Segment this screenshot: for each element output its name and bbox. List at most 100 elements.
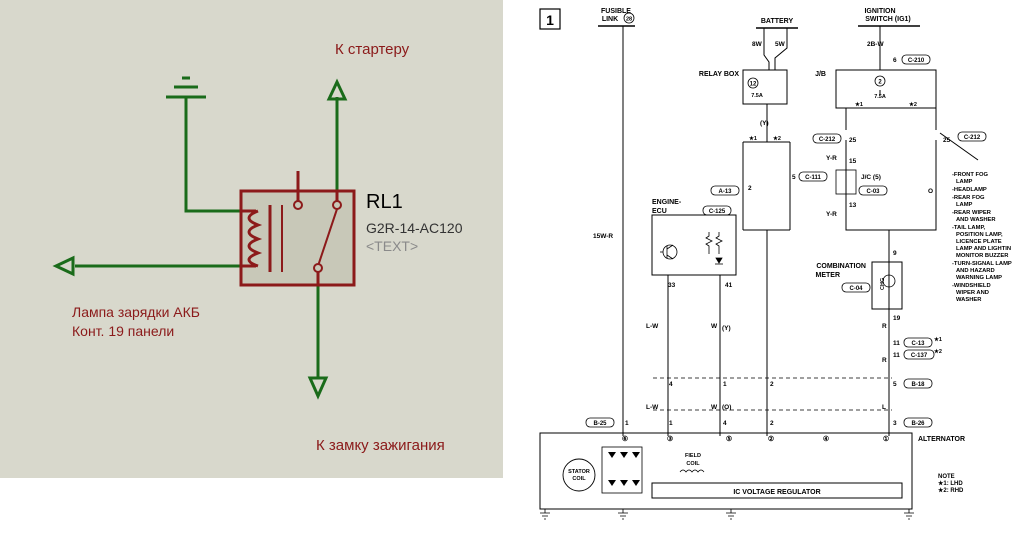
pin-33: 33 <box>668 282 676 289</box>
connector-c212-a: C-212 <box>819 137 836 143</box>
connector-c125: C-125 <box>709 209 726 215</box>
field-coil-label-2: COIL <box>686 461 700 467</box>
wire-o: (O) <box>722 404 731 411</box>
pin-4: 4 <box>669 381 673 388</box>
pin-19: 19 <box>893 315 901 322</box>
field-coil-icon <box>679 469 705 473</box>
wiring-diagram-panel: 1 FUSIBLE LINK 28 BATTERY IGNITION SWITC… <box>503 0 1033 535</box>
charge-lamp-icon <box>882 274 896 288</box>
jb-label: J/B <box>815 71 826 78</box>
relay-part-number: G2R-14-AC120 <box>366 220 463 236</box>
diagram-wires <box>539 26 979 510</box>
wire-15wr: 15W-R <box>593 233 613 240</box>
label-to-starter: К стартеру <box>335 41 410 58</box>
relay-text-placeholder: <TEXT> <box>366 238 418 254</box>
note-lhd: ★1: LHD <box>938 480 963 487</box>
wire-pin-6: 6 <box>893 57 897 64</box>
stator-coil-icon <box>562 458 596 492</box>
star1-c: ★1 <box>934 336 942 343</box>
connector-c03: C-03 <box>866 189 880 195</box>
star1-b: ★1 <box>855 101 863 108</box>
fusible-number-circle <box>623 12 635 24</box>
wire-2bw: 2B-W <box>867 41 884 48</box>
wire-yr-1: Y-R <box>826 155 837 162</box>
connector-c13: C-13 <box>911 341 925 347</box>
chg-label: CHG <box>880 278 886 290</box>
star2-c: ★2 <box>934 348 942 355</box>
pin-11-b: 11 <box>893 352 900 359</box>
terminal-1: ① <box>883 435 889 443</box>
connector-b25: B-25 <box>593 421 607 427</box>
page-number-box <box>539 8 561 30</box>
connector-b18: B-18 <box>911 382 925 388</box>
terminal-2: ② <box>768 435 774 443</box>
relay-box-label: RELAY BOX <box>699 71 739 78</box>
connector-c111: C-111 <box>805 175 821 181</box>
header-bars <box>598 25 920 29</box>
terminal-3: ③ <box>667 435 673 443</box>
relay-schematic-svg: К стартеру RL1 G2R-14-AC120 <TEXT> Лампа… <box>0 0 503 478</box>
engine-ecu-label-2: ECU <box>652 208 667 215</box>
label-panel-contact: Конт. 19 панели <box>72 323 174 339</box>
header-ignition: IGNITION <box>864 8 895 15</box>
connector-a13: A-13 <box>718 189 732 195</box>
ic-regulator-label: IC VOLTAGE REGULATOR <box>733 489 820 496</box>
terminal-6: ⑥ <box>622 435 628 443</box>
wiring-diagram-svg: 1 FUSIBLE LINK 28 BATTERY IGNITION SWITC… <box>539 8 1013 520</box>
terminal-4: ④ <box>823 435 829 443</box>
star2-b: ★2 <box>909 101 917 108</box>
stator-label: STATOR <box>568 469 590 475</box>
pin-13: 13 <box>849 202 857 209</box>
alternator-label: ALTERNATOR <box>918 436 965 443</box>
pin-2: 2 <box>748 185 752 192</box>
ground-icons <box>540 509 914 520</box>
header-fusible: FUSIBLE <box>601 8 631 15</box>
pin-5: 5 <box>792 174 796 181</box>
header-battery: BATTERY <box>761 18 794 25</box>
wire-8w: 8W <box>752 41 763 48</box>
relay-schematic-panel: К стартеру RL1 G2R-14-AC120 <TEXT> Лампа… <box>0 0 503 478</box>
junction-connector <box>835 169 857 195</box>
fuse-12-amp: 7.5A <box>751 93 763 99</box>
resistor-diode-icon <box>705 232 723 265</box>
pin-25-a: 25 <box>849 137 857 144</box>
connector-c212-b: C-212 <box>964 135 981 141</box>
transistor-icon <box>660 244 678 260</box>
wire-lw-2: L-W <box>646 404 659 411</box>
star2-a: ★2 <box>773 135 781 142</box>
label-battery-lamp: Лампа зарядки АКБ <box>72 304 200 320</box>
wire-y-2: (Y) <box>722 325 731 332</box>
wire-o-2: O <box>928 188 933 195</box>
relay-symbol <box>239 171 356 287</box>
note-rhd: ★2: RHD <box>938 487 964 494</box>
loads-list: -FRONT FOG LAMP -HEADLAMP -REAR FOG LAMP… <box>952 172 1013 303</box>
label-to-ignition: К замку зажигания <box>316 437 445 454</box>
combination-meter-label: COMBINATION <box>816 263 866 270</box>
header-ignition-switch: SWITCH (IG1) <box>865 16 911 23</box>
fusible-number: 28 <box>626 17 632 23</box>
pin-15: 15 <box>849 158 857 165</box>
fuse-2-circle <box>874 75 886 87</box>
fuse-2: 2 <box>878 80 882 86</box>
relay-box <box>742 69 788 105</box>
wire-r-2: R <box>882 357 887 364</box>
pin-1-c: 1 <box>625 420 629 427</box>
pin-4-b: 4 <box>723 420 727 427</box>
field-coil-label: FIELD <box>685 453 701 459</box>
pin-1-b: 1 <box>669 420 673 427</box>
wire-lw-1: L-W <box>646 323 659 330</box>
connector-dashes <box>653 377 892 411</box>
pin-9: 9 <box>893 250 897 257</box>
pin-41: 41 <box>725 282 733 289</box>
rectifier-bridge <box>601 446 643 494</box>
wire-w-1: W <box>711 323 718 330</box>
header-link: LINK <box>602 16 618 23</box>
rectifier-diode-icons <box>608 452 640 486</box>
jc5-label: J/C (5) <box>861 174 881 181</box>
wire-l: L <box>882 404 886 411</box>
pin-5-b: 5 <box>893 381 897 388</box>
relay-reference: RL1 <box>366 191 403 213</box>
wire-w-2: W <box>711 404 718 411</box>
connector-c210: C-210 <box>908 58 925 64</box>
arrow-up-icon <box>326 78 348 101</box>
